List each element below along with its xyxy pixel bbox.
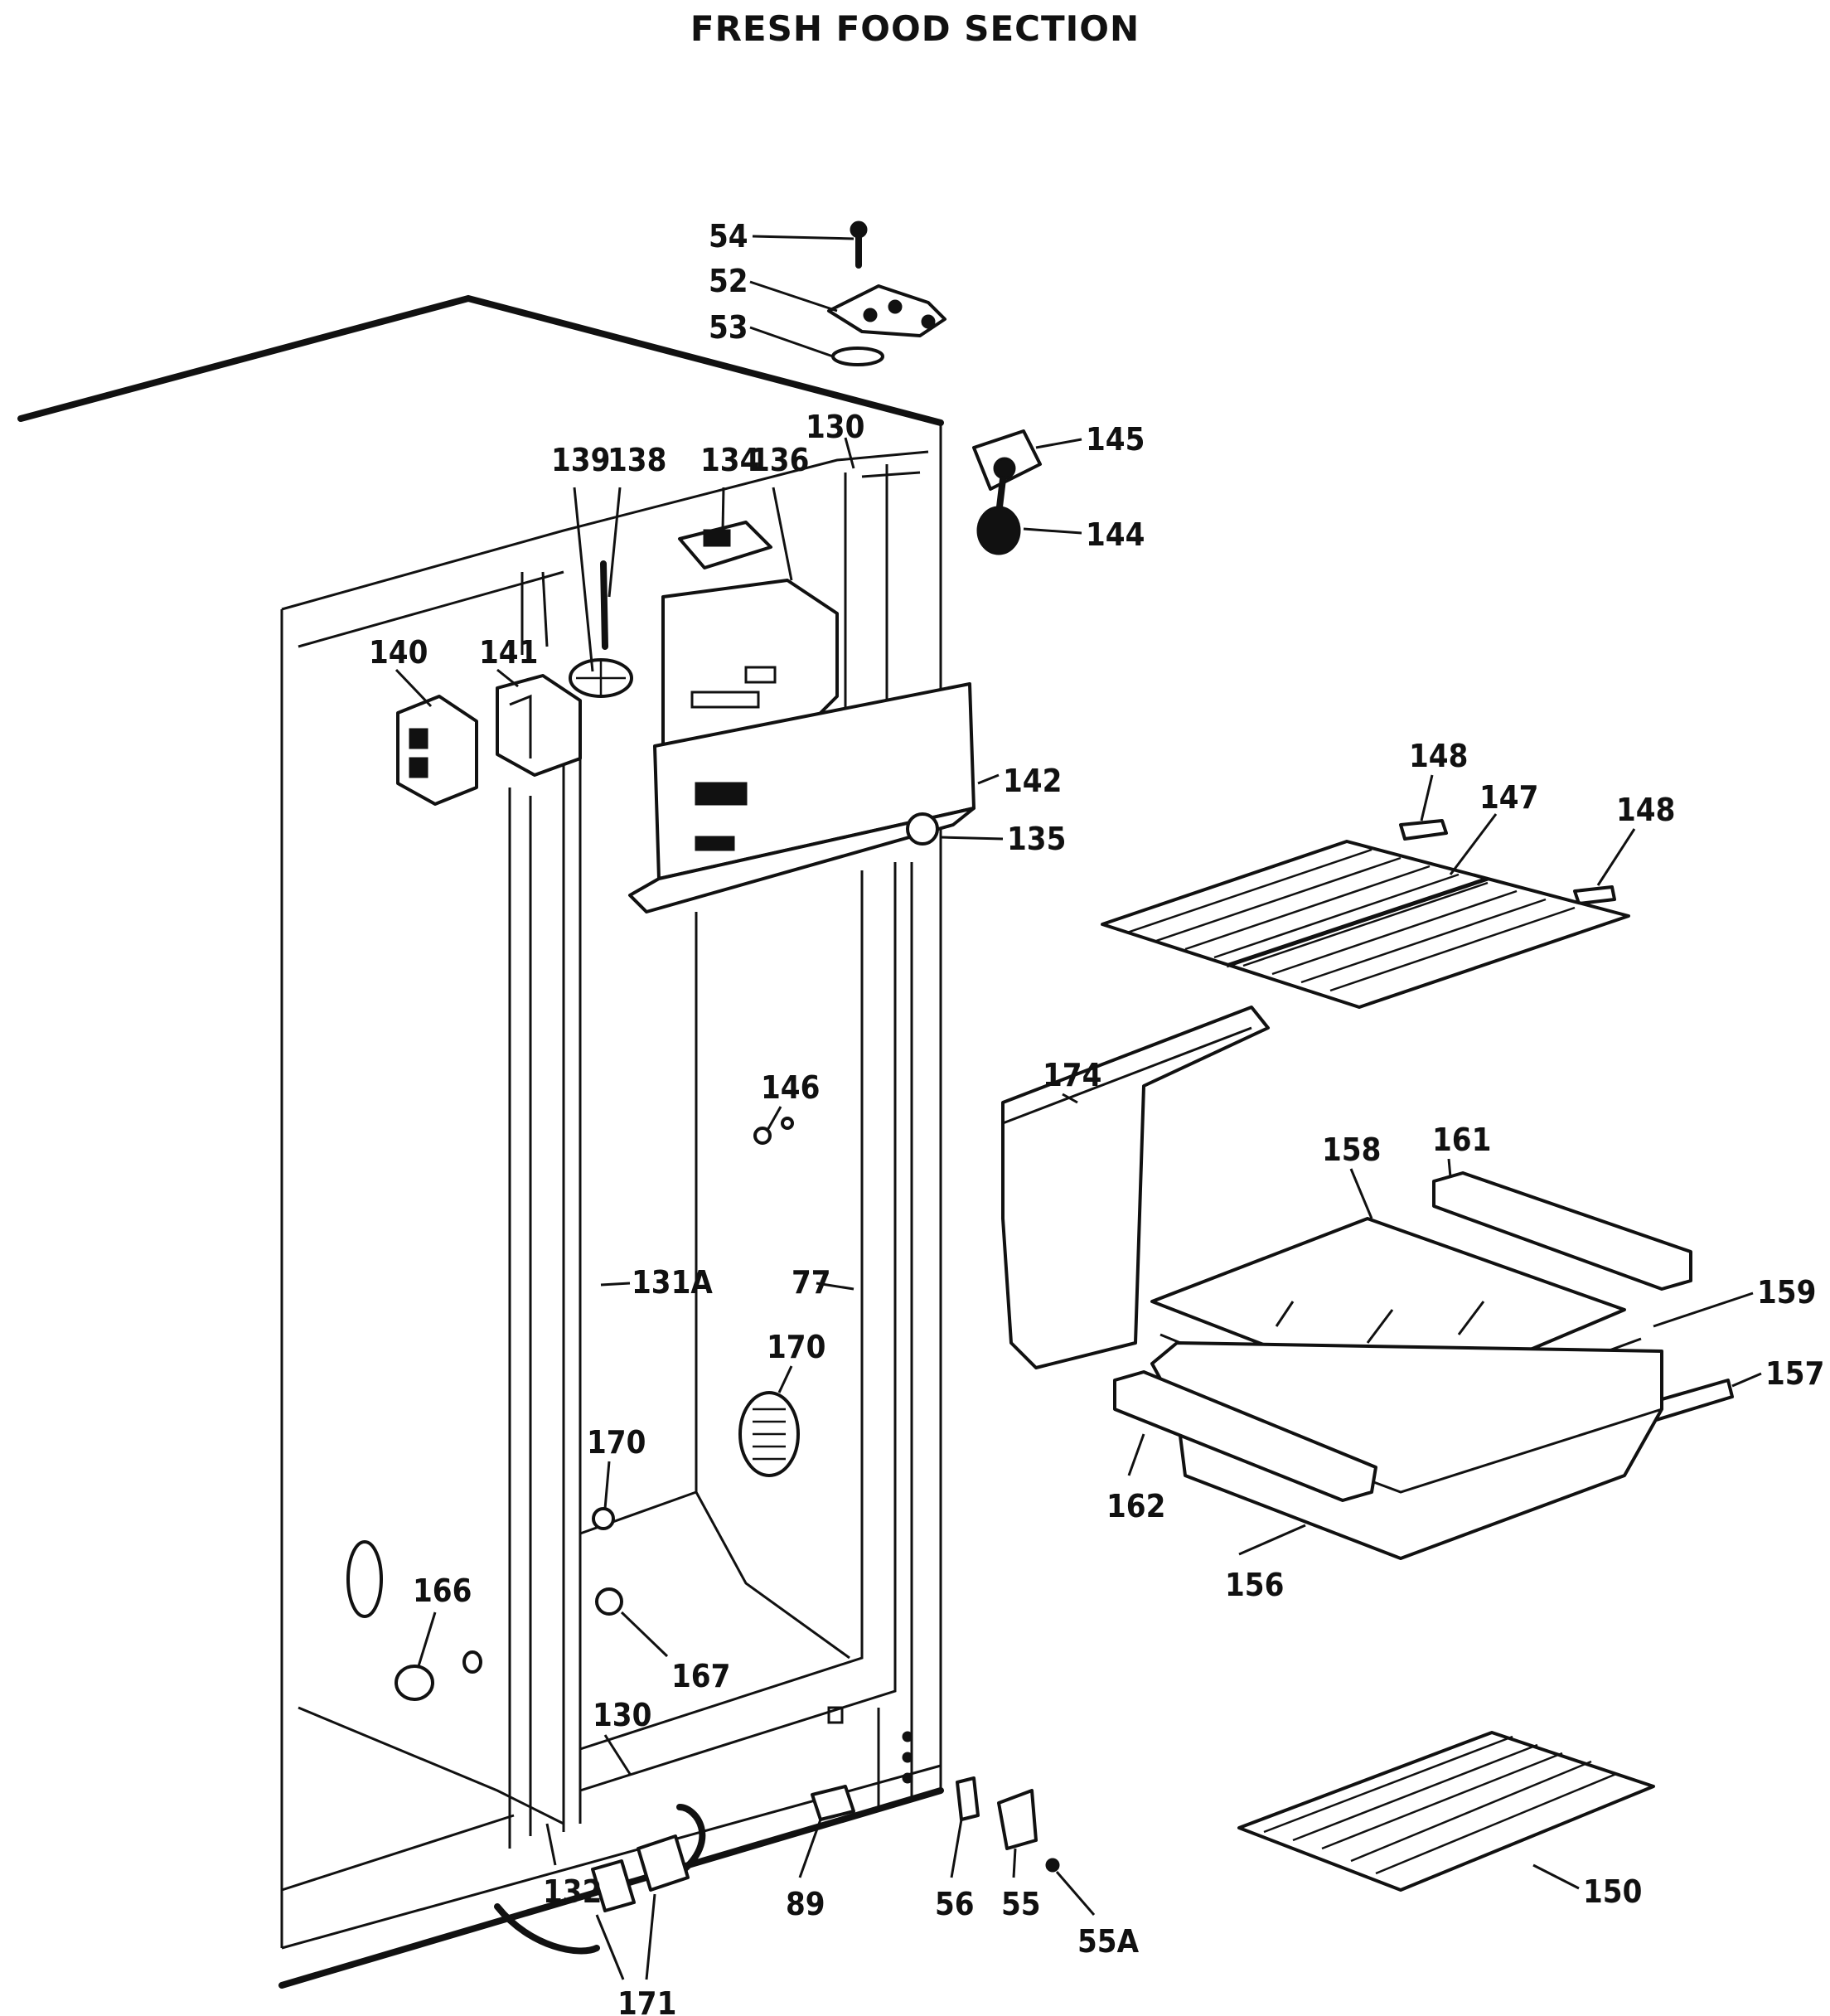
knob-144: [976, 476, 1021, 555]
plug-170b: [592, 1507, 615, 1530]
callout-148-left: 148: [1409, 738, 1468, 774]
callout-142: 142: [1003, 763, 1062, 799]
bushing-166: [346, 1540, 482, 1701]
callout-135: 135: [1007, 821, 1066, 857]
callout-156: 156: [1225, 1567, 1284, 1603]
control-panel-142: [628, 682, 976, 914]
diagram-title: FRESH FOOD SECTION: [690, 8, 1140, 49]
dial-139: [569, 658, 633, 698]
light-shield-141: [496, 674, 582, 777]
shelf-support-148b: [1573, 885, 1616, 905]
callout-130-bottom: 130: [593, 1697, 651, 1733]
callout-146: 146: [761, 1069, 820, 1106]
callout-145: 145: [1086, 421, 1145, 458]
leader-lines: [395, 235, 1762, 1980]
callout-53: 53: [709, 309, 748, 346]
rail-162: [1113, 1370, 1377, 1502]
callout-174: 174: [1043, 1057, 1101, 1093]
callout-134: 134: [700, 442, 759, 478]
switch-134: [678, 521, 772, 569]
callout-labels: 54 52 53 130 145 144 139 138 134 136 140…: [369, 218, 1824, 2016]
callout-52: 52: [709, 263, 748, 299]
callout-166: 166: [413, 1573, 472, 1609]
callout-136: 136: [750, 442, 809, 478]
callout-55: 55: [1001, 1886, 1041, 1922]
callout-159: 159: [1757, 1274, 1816, 1311]
callout-138: 138: [608, 442, 666, 478]
callout-139: 139: [551, 442, 610, 478]
callout-167: 167: [671, 1658, 730, 1694]
screw-54: [850, 220, 868, 269]
shim-56: [956, 1776, 980, 1821]
callout-158: 158: [1322, 1132, 1381, 1168]
callout-170-upper: 170: [767, 1329, 825, 1365]
callout-56: 56: [935, 1886, 975, 1922]
callout-141: 141: [479, 634, 538, 671]
callout-130-top: 130: [806, 409, 864, 445]
callout-171: 171: [617, 1985, 676, 2016]
plug-146: [753, 1117, 794, 1145]
callout-157: 157: [1765, 1355, 1824, 1392]
plug-167: [595, 1587, 623, 1616]
callout-77: 77: [792, 1264, 831, 1301]
clip-138: [600, 560, 608, 650]
shelf-support-148a: [1399, 819, 1448, 841]
shim-53: [831, 346, 884, 366]
callout-147: 147: [1479, 779, 1538, 816]
callout-132: 132: [543, 1873, 602, 1910]
wire-shelf-147: [1101, 840, 1630, 1009]
screw-55A: [1045, 1858, 1060, 1873]
light-socket-140: [396, 695, 478, 806]
hinge-55: [997, 1789, 1038, 1850]
wire-shelf-150: [1237, 1731, 1655, 1892]
connector-89: [811, 1785, 855, 1821]
callout-148-right: 148: [1616, 792, 1675, 828]
wiring-171: [494, 1804, 706, 1955]
callout-161: 161: [1432, 1122, 1491, 1158]
callout-89: 89: [786, 1886, 825, 1922]
plug-170a: [738, 1391, 800, 1477]
hinge-52: [827, 284, 946, 337]
callout-162: 162: [1106, 1488, 1165, 1524]
callout-55A: 55A: [1077, 1923, 1140, 1960]
callout-170-lower: 170: [587, 1424, 646, 1461]
callout-140: 140: [369, 634, 428, 671]
knob-135: [906, 812, 939, 846]
callout-131A: 131A: [632, 1264, 713, 1301]
callout-54: 54: [709, 218, 748, 254]
cabinet: [17, 294, 944, 1989]
callout-144: 144: [1086, 516, 1145, 553]
callout-150: 150: [1583, 1873, 1642, 1910]
bracket-145: [972, 429, 1042, 491]
rail-161: [1432, 1171, 1692, 1291]
